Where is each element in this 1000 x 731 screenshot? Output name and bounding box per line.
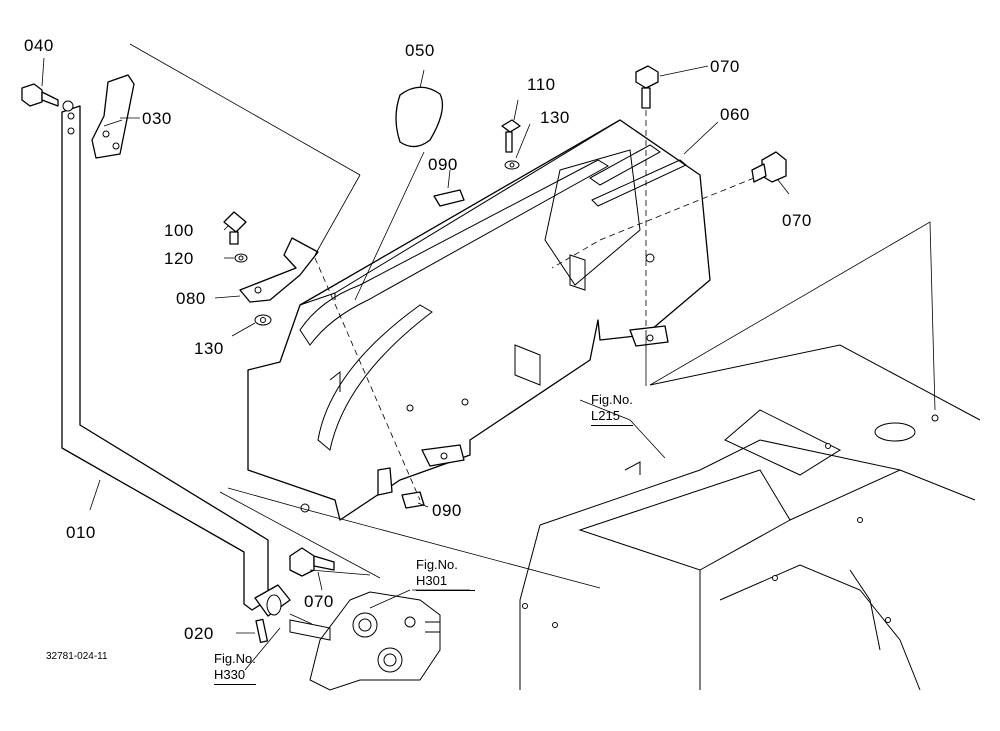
bolt-070-right [751, 151, 787, 183]
part-label-020: 020 [184, 624, 214, 643]
guide-panel [247, 119, 711, 521]
pin-020 [255, 618, 269, 644]
fig-ref-l215-line1: Fig.No. [591, 392, 633, 407]
fig-ref-h330-line1: Fig.No. [214, 651, 256, 666]
part-label-050: 050 [405, 41, 435, 60]
fig-ref-h330: Fig.No. H330 [214, 651, 256, 685]
part-label-010: 010 [66, 523, 96, 542]
clip-090b [401, 491, 425, 509]
bolt-070-bottom [289, 547, 335, 577]
part-label-060: 060 [720, 105, 750, 124]
part-label-080: 080 [176, 289, 206, 308]
part-label-130-left: 130 [194, 339, 224, 358]
knob-100 [223, 211, 247, 233]
drawing-code: 32781-024-11 [46, 651, 108, 662]
clip-090a [433, 189, 465, 207]
part-label-110: 110 [527, 75, 556, 94]
valve-body [289, 591, 441, 691]
plate-030 [91, 74, 135, 159]
part-label-070-bottom: 070 [304, 592, 334, 611]
part-label-070-top: 070 [710, 57, 740, 76]
bracket-080 [239, 237, 319, 303]
part-label-070-right: 070 [782, 211, 812, 230]
fig-ref-h330-line2: H330 [214, 667, 256, 685]
knob-050 [395, 86, 444, 148]
lever-arm [61, 105, 291, 617]
fig-ref-h301-line2: H301 [416, 573, 476, 591]
fig-ref-l215: Fig.No. L215 [591, 392, 633, 426]
part-label-090-top: 090 [428, 155, 458, 174]
part-label-090-bottom: 090 [432, 501, 462, 520]
part-label-040: 040 [24, 36, 54, 55]
fig-ref-l215-line2: L215 [591, 408, 633, 426]
fig-ref-h301: Fig.No. H301 [416, 557, 476, 591]
part-label-030: 030 [142, 109, 172, 128]
part-label-130-top: 130 [540, 108, 570, 127]
part-label-100: 100 [164, 221, 194, 240]
leader-lines [41, 43, 936, 671]
bolt-040 [21, 83, 74, 112]
bolt-070-top [635, 65, 659, 109]
fig-ref-h301-line1: Fig.No. [416, 557, 458, 572]
part-label-120: 120 [164, 249, 194, 268]
screw-110 [501, 119, 521, 133]
housing-outline [519, 344, 981, 691]
